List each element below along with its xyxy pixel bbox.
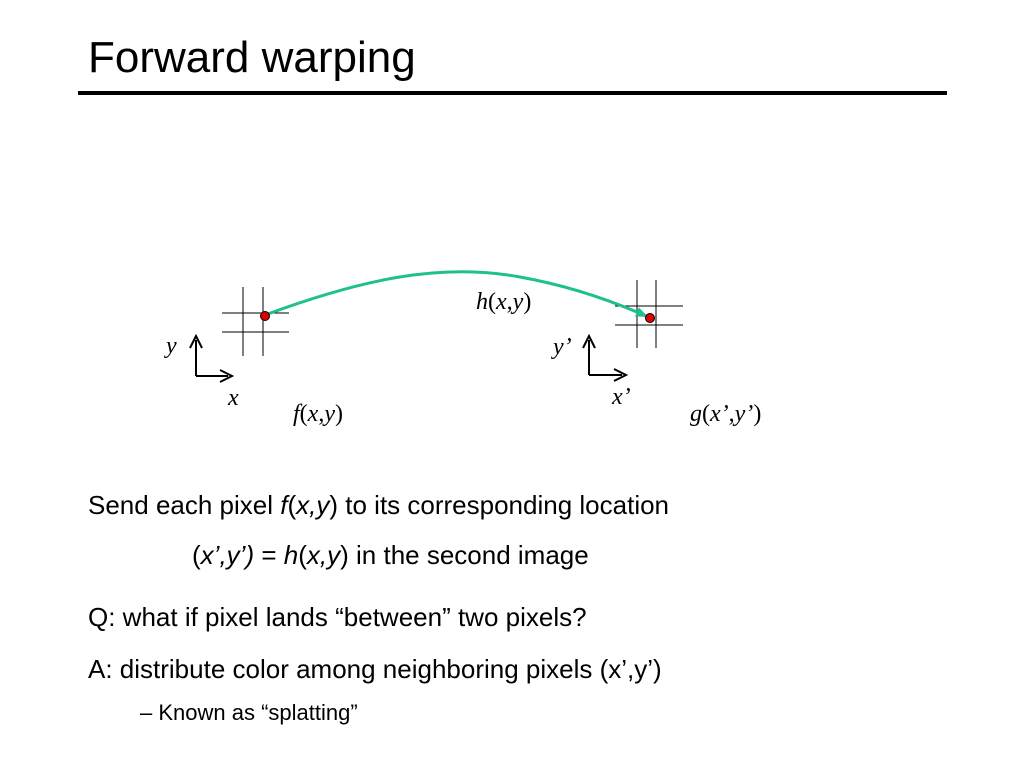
sub-bullet-splatting: – Known as “splatting” bbox=[140, 700, 358, 725]
source-pixel bbox=[260, 311, 270, 321]
text: ) in the second image bbox=[340, 540, 589, 570]
text: x,y bbox=[306, 540, 341, 570]
text: f bbox=[280, 490, 288, 520]
dest-image-label: g(x’,y’) bbox=[690, 401, 761, 427]
source-pixel-grid bbox=[222, 287, 289, 356]
source-x-label: x bbox=[227, 385, 239, 411]
text: ( bbox=[287, 490, 297, 520]
text: x,y bbox=[296, 490, 330, 520]
source-axes bbox=[189, 333, 235, 383]
dest-x-label: x’ bbox=[611, 384, 631, 410]
dest-y-label: y’ bbox=[551, 334, 572, 360]
bullet-send-pixel: Send each pixel f(x,y) to its correspond… bbox=[88, 488, 669, 522]
text: ( bbox=[192, 540, 201, 570]
source-y-label: y bbox=[164, 333, 177, 359]
text: = bbox=[254, 540, 284, 570]
slide-title: Forward warping bbox=[88, 33, 416, 82]
text: x’,y’) bbox=[200, 540, 255, 570]
title-underline bbox=[78, 91, 947, 95]
text: Send each pixel bbox=[88, 490, 281, 520]
text: ) to its corresponding location bbox=[329, 490, 670, 520]
mapping-arrow bbox=[264, 270, 648, 318]
text: ( bbox=[298, 540, 307, 570]
dest-pixel bbox=[645, 313, 655, 323]
dest-axes bbox=[582, 333, 629, 382]
mapping-label: h(x,y) bbox=[476, 289, 531, 315]
bullet-answer: A: distribute color among neighboring pi… bbox=[88, 654, 662, 684]
bullet-question: Q: what if pixel lands “between” two pix… bbox=[88, 602, 587, 632]
source-image-label: f(x,y) bbox=[293, 401, 343, 427]
bullet-location-formula: (x’,y’) = h(x,y) in the second image bbox=[192, 538, 589, 572]
text: h bbox=[283, 540, 299, 570]
